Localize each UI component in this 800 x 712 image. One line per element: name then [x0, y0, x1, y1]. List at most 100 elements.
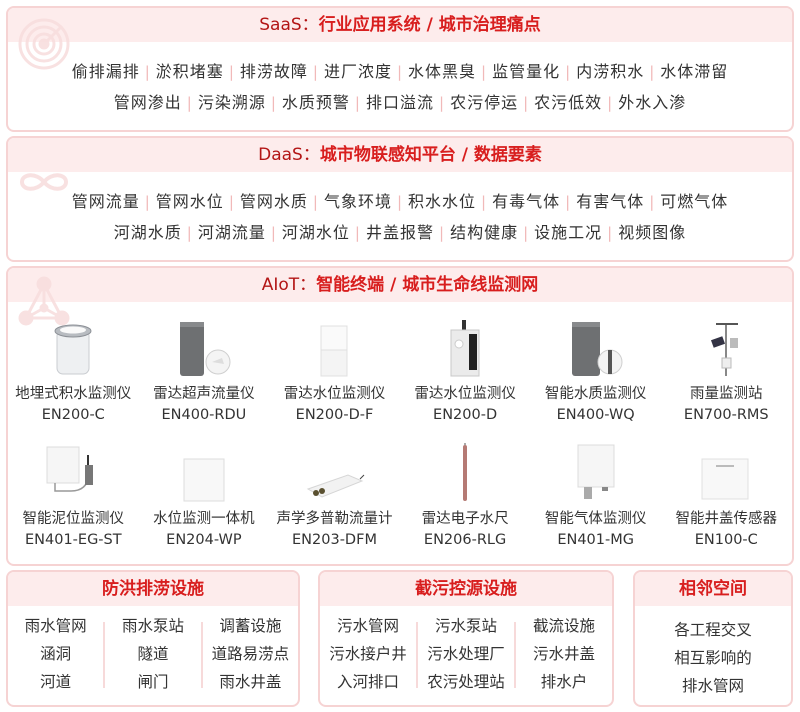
- tag-item: 管网渗出: [113, 93, 182, 112]
- column-divider: [200, 622, 203, 688]
- daas-header: DaaS：城市物联感知平台 / 数据要素: [8, 138, 792, 172]
- tag-separator: |: [439, 224, 446, 242]
- tag-item: 农污低效: [534, 93, 603, 112]
- daas-prefix: DaaS：: [258, 145, 320, 165]
- device-model: EN203-DFM: [292, 532, 377, 548]
- facility-item: 入河排口: [336, 673, 399, 691]
- tag-separator: |: [312, 193, 319, 211]
- tag-item: 管网水位: [155, 192, 224, 211]
- tag-item: 有毒气体: [492, 192, 561, 211]
- device-model: EN200-C: [41, 407, 105, 423]
- device-image: [269, 318, 400, 378]
- pollution-control-panel: 截污控源设施 污水管网污水接户井入河排口 污水泵站污水处理厂农污处理站 截流设施…: [318, 570, 614, 707]
- tag-separator: |: [565, 63, 572, 81]
- device-image: [8, 318, 139, 378]
- facility-item: 雨水管网: [24, 617, 87, 635]
- device-name: 地埋式积水监测仪: [15, 386, 132, 402]
- device-card[interactable]: 地埋式积水监测仪 EN200-C: [8, 306, 139, 431]
- facility-column: 截流设施污水井盖排水户: [516, 612, 612, 696]
- tag-item: 淤积堵塞: [155, 62, 224, 81]
- adjacent-space-text: 各工程交叉相互影响的排水管网: [635, 606, 791, 700]
- tag-item: 管网水质: [239, 192, 308, 211]
- saas-row-2: 管网渗出|污染溯源|水质预警|排口溢流|农污停运|农污低效|外水入渗: [8, 87, 792, 118]
- tag-separator: |: [354, 224, 361, 242]
- tag-item: 河湖流量: [197, 223, 266, 242]
- facility-item: 污水接户井: [329, 645, 407, 663]
- device-image: [139, 318, 270, 378]
- saas-prefix: SaaS：: [259, 15, 319, 35]
- device-image: [661, 443, 792, 503]
- tag-separator: |: [270, 224, 277, 242]
- device-image: [530, 318, 661, 378]
- network-triangle-icon: [18, 276, 70, 326]
- tag-item: 有害气体: [576, 192, 645, 211]
- tag-separator: |: [649, 193, 656, 211]
- tag-separator: |: [354, 94, 361, 112]
- device-image: [400, 318, 531, 378]
- tag-item: 结构健康: [450, 223, 519, 242]
- facility-item: 雨水泵站: [121, 617, 184, 635]
- facility-item: 污水处理厂: [427, 645, 505, 663]
- device-image: [661, 318, 792, 378]
- pollution-control-title: 截污控源设施: [320, 572, 612, 606]
- tag-item: 水质预警: [281, 93, 350, 112]
- facility-item: 隧道: [137, 645, 169, 663]
- tag-item: 设施工况: [534, 223, 603, 242]
- tag-item: 排口溢流: [365, 93, 434, 112]
- daas-tags: 管网流量|管网水位|管网水质|气象环境|积水水位|有毒气体|有害气体|可燃气体 …: [8, 172, 792, 248]
- facility-item: 排水户: [540, 673, 588, 691]
- device-model: EN200-D-F: [295, 407, 374, 423]
- tag-separator: |: [396, 63, 404, 81]
- facility-column: 调蓄设施道路易涝点雨水井盖: [203, 612, 298, 696]
- tag-separator: |: [270, 94, 277, 112]
- radar-icon: [18, 18, 70, 70]
- tag-item: 农污停运: [450, 93, 519, 112]
- daas-panel: DaaS：城市物联感知平台 / 数据要素 管网流量|管网水位|管网水质|气象环境…: [6, 136, 794, 262]
- device-model: EN204-WP: [166, 532, 242, 548]
- device-name: 雨量监测站: [690, 386, 763, 402]
- saas-panel: SaaS：行业应用系统 / 城市治理痛点 偷排漏排|淤积堵塞|排涝故障|进厂浓度…: [6, 6, 794, 132]
- facility-column: 污水泵站污水处理厂农污处理站: [418, 612, 514, 696]
- tag-separator: |: [565, 193, 572, 211]
- facility-item: 调蓄设施: [219, 617, 282, 635]
- device-name: 水位监测一体机: [153, 511, 255, 527]
- tag-item: 水体黑臭: [408, 62, 477, 81]
- facility-item: 农污处理站: [427, 673, 505, 691]
- flood-control-title: 防洪排涝设施: [8, 572, 298, 606]
- device-image: [269, 443, 400, 503]
- tag-item: 外水入渗: [618, 93, 687, 112]
- facility-column: 雨水泵站隧道闸门: [105, 612, 200, 696]
- device-card[interactable]: 水位监测一体机 EN204-WP: [139, 431, 270, 556]
- tag-item: 污染溯源: [197, 93, 266, 112]
- facility-item: 河道: [40, 673, 72, 691]
- saas-tags: 偷排漏排|淤积堵塞|排涝故障|进厂浓度|水体黑臭|监管量化|内涝积水|水体滞留 …: [8, 42, 792, 118]
- tag-item: 偷排漏排: [71, 62, 140, 81]
- device-name: 雷达超声流量仪: [153, 386, 255, 402]
- adjacent-space-title: 相邻空间: [635, 572, 791, 606]
- tag-item: 管网流量: [71, 192, 140, 211]
- tag-item: 进厂浓度: [323, 62, 392, 81]
- tag-separator: |: [439, 94, 446, 112]
- tag-item: 监管量化: [492, 62, 561, 81]
- tag-separator: |: [481, 193, 488, 211]
- aiot-title: 智能终端 / 城市生命线监测网: [316, 275, 539, 295]
- tag-separator: |: [607, 94, 614, 112]
- flood-control-columns: 雨水管网涵洞河道 雨水泵站隧道闸门 调蓄设施道路易涝点雨水井盖: [8, 606, 298, 696]
- tag-item: 排涝故障: [239, 62, 308, 81]
- device-model: EN401-EG-ST: [24, 532, 122, 548]
- facility-item: 污水管网: [336, 617, 399, 635]
